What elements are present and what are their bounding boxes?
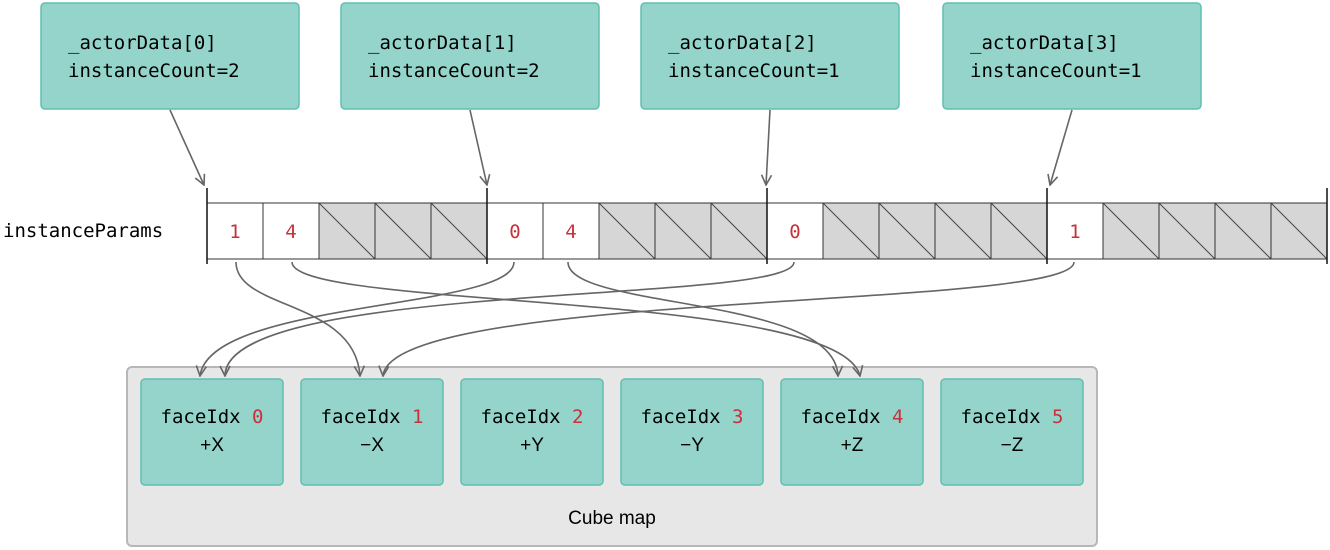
actor-instance-count: instanceCount=2 [68,60,240,82]
actor-name: _actorData[1] [368,32,517,54]
face-box-background [780,378,924,486]
actor-pointer-arrow [766,109,770,185]
actor-data-box: _actorData[1] instanceCount=2 [340,2,600,110]
actor-pointer-arrow [1050,109,1073,185]
face-index-line: faceIdx 0 [161,406,264,428]
actor-instance-count: instanceCount=2 [368,60,540,82]
face-index-prefix: faceIdx [321,406,413,428]
unused-cell-hatch [430,202,488,260]
face-box: faceIdx 1 −X [300,378,444,486]
actor-pointer-arrow [469,109,487,185]
face-index-number: 0 [252,406,263,428]
face-axis-label: −Y [680,435,704,456]
face-axis-label: +Y [520,435,544,456]
face-index-prefix: faceIdx [161,406,253,428]
unused-cell-hatch [934,202,992,260]
face-index-line: faceIdx 2 [481,406,584,428]
face-index-number: 3 [732,406,743,428]
unused-cell-hatch [1214,202,1272,260]
face-box: faceIdx 5 −Z [940,378,1084,486]
face-index-number: 5 [1052,406,1063,428]
unused-cell-hatch [1102,202,1160,260]
instance-param-cell [206,202,264,260]
face-mapping-arrow [383,261,1075,376]
actor-name: _actorData[2] [668,32,817,54]
face-index-line: faceIdx 4 [801,406,904,428]
instance-param-value: 0 [789,221,800,243]
unused-cell-hatch [1270,202,1328,260]
instance-param-value: 1 [229,221,240,243]
instance-param-cell [766,202,824,260]
unused-cell-hatch [374,202,432,260]
unused-cell-hatch [990,202,1048,260]
face-mapping-arrow [291,261,860,376]
face-index-prefix: faceIdx [961,406,1053,428]
face-mapping-arrow [200,261,515,376]
instance-param-value: 4 [565,221,576,243]
actor-data-box: _actorData[2] instanceCount=1 [640,2,900,110]
face-box: faceIdx 3 −Y [620,378,764,486]
face-box-background [940,378,1084,486]
instance-param-value: 0 [509,221,520,243]
actor-instance-count: instanceCount=1 [668,60,840,82]
unused-cell-hatch [822,202,880,260]
unused-cell-hatch [654,202,712,260]
actor-name: _actorData[3] [970,32,1119,54]
actor-instance-count: instanceCount=1 [970,60,1142,82]
face-index-prefix: faceIdx [481,406,573,428]
face-index-prefix: faceIdx [801,406,893,428]
actor-data-box: _actorData[3] instanceCount=1 [942,2,1202,110]
unused-cell-hatch [318,202,376,260]
actor-pointer-arrow [169,109,204,185]
face-axis-label: +X [200,435,224,456]
face-index-line: faceIdx 3 [641,406,744,428]
face-box-background [300,378,444,486]
face-box-background [460,378,604,486]
face-box-background [620,378,764,486]
face-index-number: 4 [892,406,903,428]
face-mapping-arrow [235,261,360,376]
face-box: faceIdx 2 +Y [460,378,604,486]
face-index-number: 1 [412,406,423,428]
face-index-prefix: faceIdx [641,406,733,428]
face-box: faceIdx 4 +Z [780,378,924,486]
face-box: faceIdx 0 +X [140,378,284,486]
unused-cell-hatch [710,202,768,260]
instance-param-value: 4 [285,221,296,243]
face-index-number: 2 [572,406,583,428]
face-axis-label: −X [360,435,384,456]
face-box-background [140,378,284,486]
instance-param-cell [262,202,320,260]
actor-data-box: _actorData[0] instanceCount=2 [40,2,300,110]
cube-map-label: Cube map [568,508,656,529]
unused-cell-hatch [878,202,936,260]
actor-name: _actorData[0] [68,32,217,54]
face-index-line: faceIdx 1 [321,406,424,428]
unused-cell-hatch [1158,202,1216,260]
face-axis-label: −Z [1001,435,1024,456]
face-mapping-arrow [225,261,795,376]
instance-param-value: 1 [1069,221,1080,243]
unused-cell-hatch [598,202,656,260]
instance-params-label: instanceParams [3,220,163,242]
face-axis-label: +Z [841,435,864,456]
instance-param-cell [1046,202,1104,260]
instance-params-array: 1 4 0 4 0 1 [206,202,1328,260]
face-index-line: faceIdx 5 [961,406,1064,428]
